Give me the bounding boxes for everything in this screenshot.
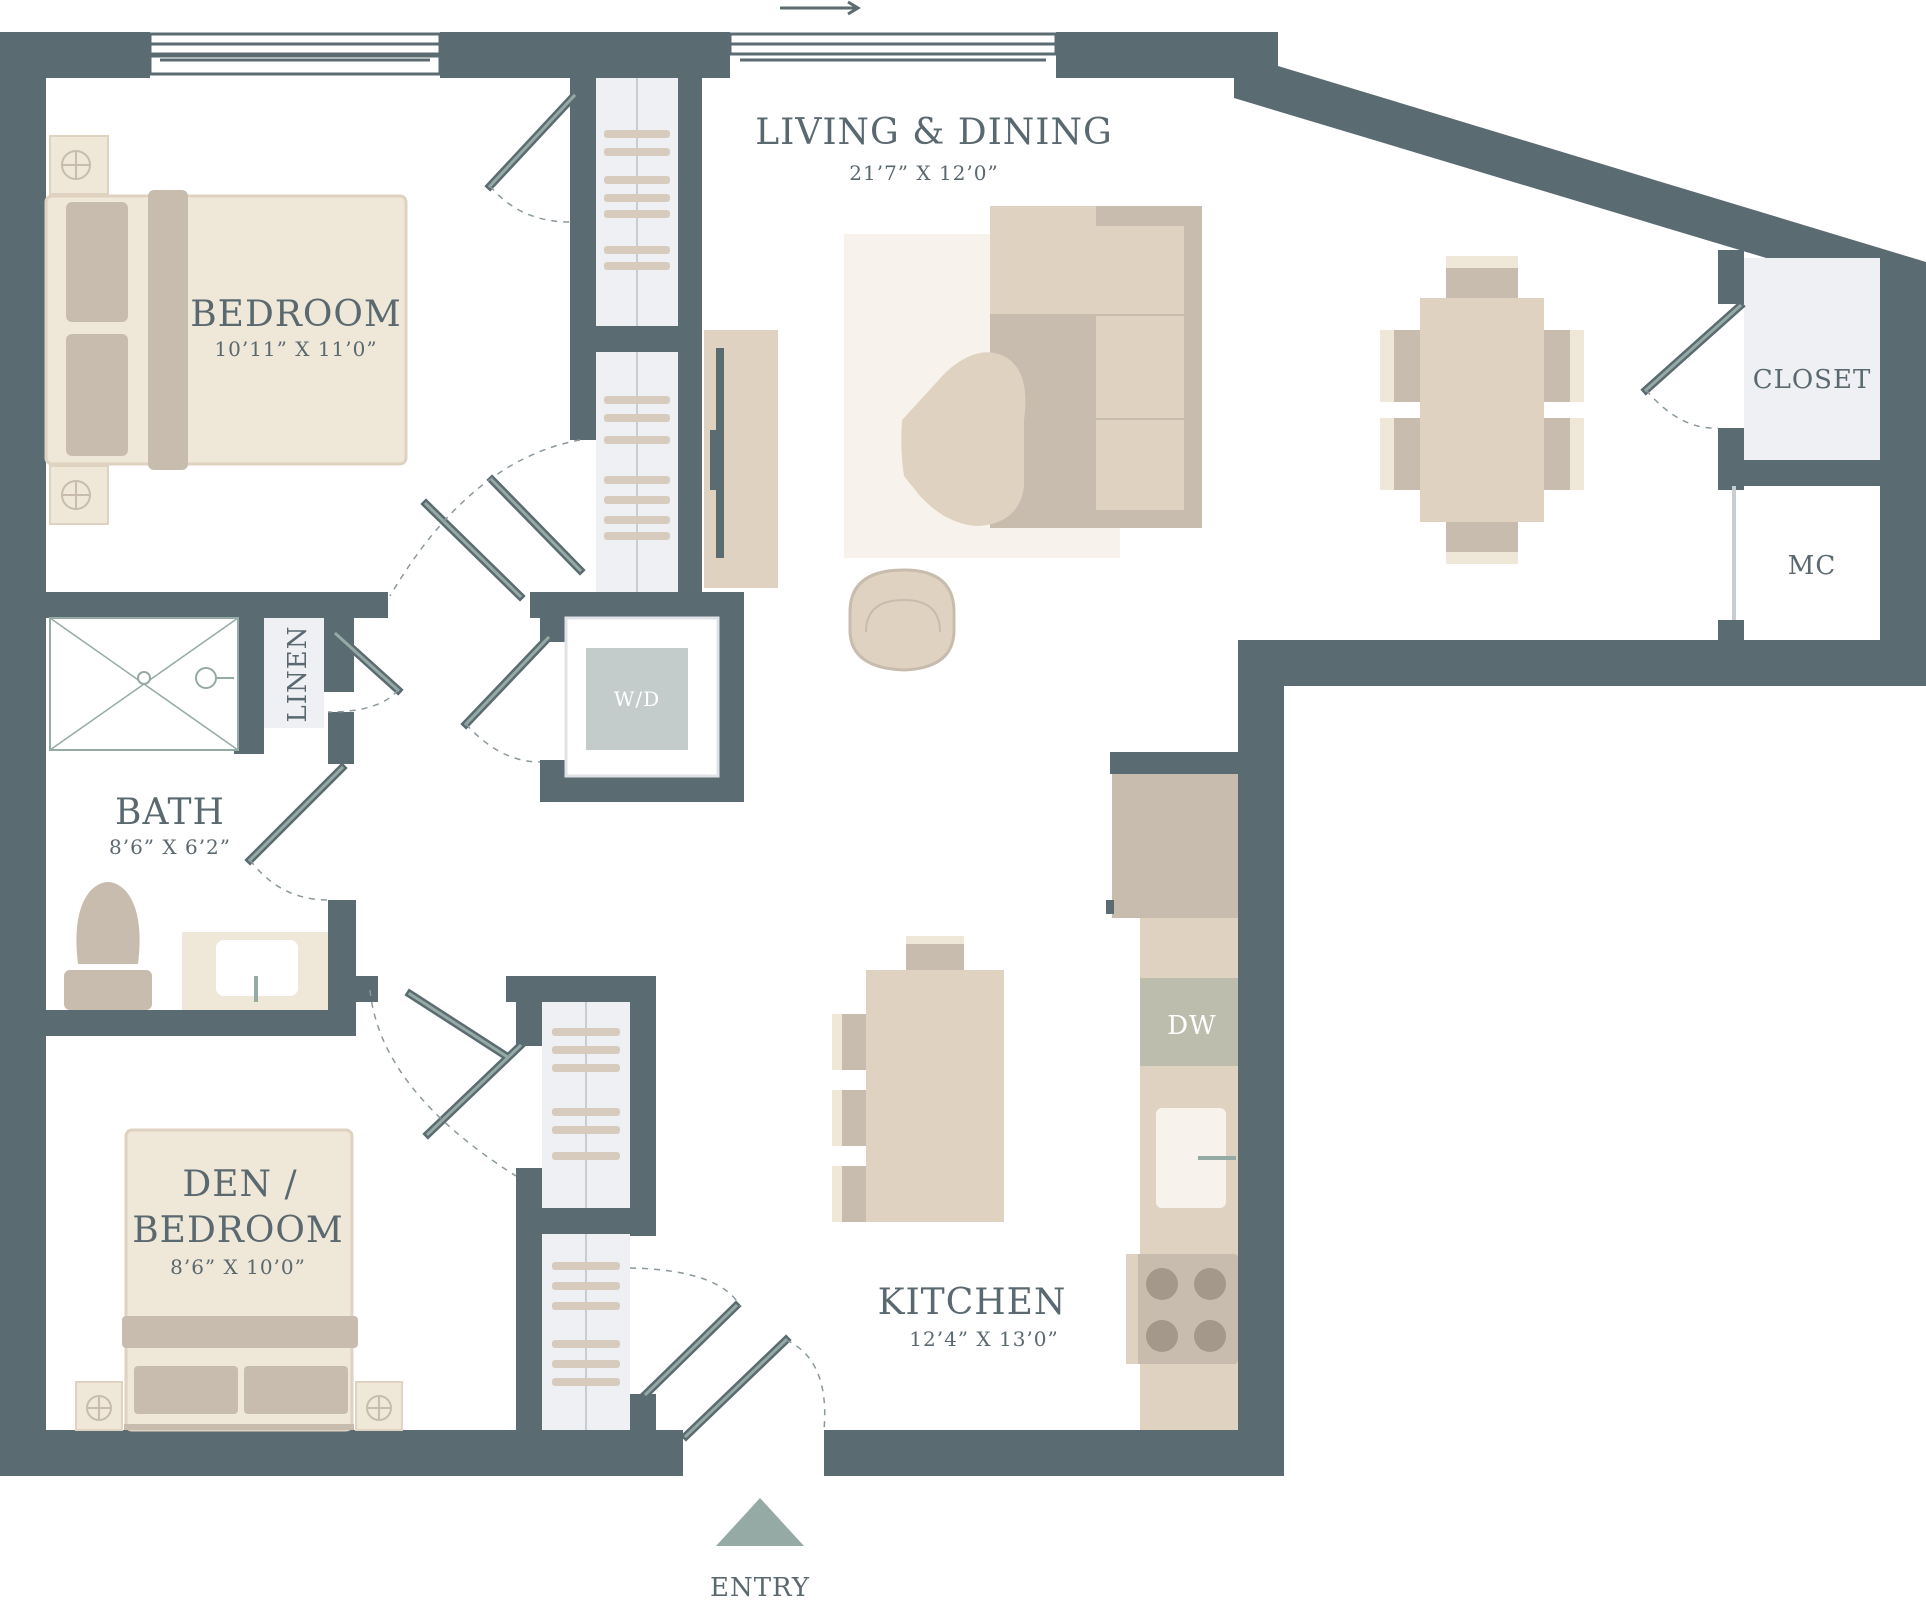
closet-hangers xyxy=(552,130,670,1386)
vanity-sink xyxy=(182,932,328,1010)
bath-dims: 8’6” X 6’2” xyxy=(109,835,231,859)
den-name-line2: BEDROOM xyxy=(132,1210,344,1251)
den-nightstand-left xyxy=(75,1381,123,1431)
nightstand-top xyxy=(49,135,109,195)
entry-label: ENTRY xyxy=(710,1573,810,1603)
kitchen-cabinets: DW xyxy=(1106,752,1238,1430)
walls xyxy=(0,32,1926,1476)
kitchen-dims: 12’4” X 13’0” xyxy=(909,1327,1058,1351)
bedroom-furniture xyxy=(44,135,408,525)
doors xyxy=(244,90,1746,1442)
den-name-line1: DEN / xyxy=(182,1164,297,1205)
closet-label: CLOSET xyxy=(1753,365,1872,395)
living-name: LIVING & DINING xyxy=(755,112,1113,153)
living-furniture xyxy=(704,206,1202,672)
living-dims: 21’7” X 12’0” xyxy=(849,161,998,185)
bedroom-name: BEDROOM xyxy=(190,294,402,335)
linen-label: LINEN xyxy=(283,625,313,722)
den-dims: 8’6” X 10’0” xyxy=(170,1255,306,1279)
nightstand-bottom xyxy=(49,465,109,525)
den-nightstand-right xyxy=(355,1381,403,1431)
den-furniture xyxy=(75,1128,403,1432)
wd-label: W/D xyxy=(614,687,660,711)
toilet xyxy=(64,882,152,1010)
dining-table xyxy=(1380,256,1584,564)
kitchen-name: KITCHEN xyxy=(878,1282,1067,1323)
armchair xyxy=(848,568,956,672)
kitchen-island xyxy=(832,936,1004,1222)
bedroom-dims: 10’11” X 11’0” xyxy=(214,337,377,361)
entry-arrow-icon xyxy=(716,1498,804,1546)
mc-label: MC xyxy=(1788,551,1837,581)
dw-label: DW xyxy=(1167,1011,1217,1041)
washer-dryer: W/D xyxy=(564,616,720,778)
bath-name: BATH xyxy=(115,792,225,833)
shower xyxy=(49,617,239,751)
windows xyxy=(148,0,1058,76)
